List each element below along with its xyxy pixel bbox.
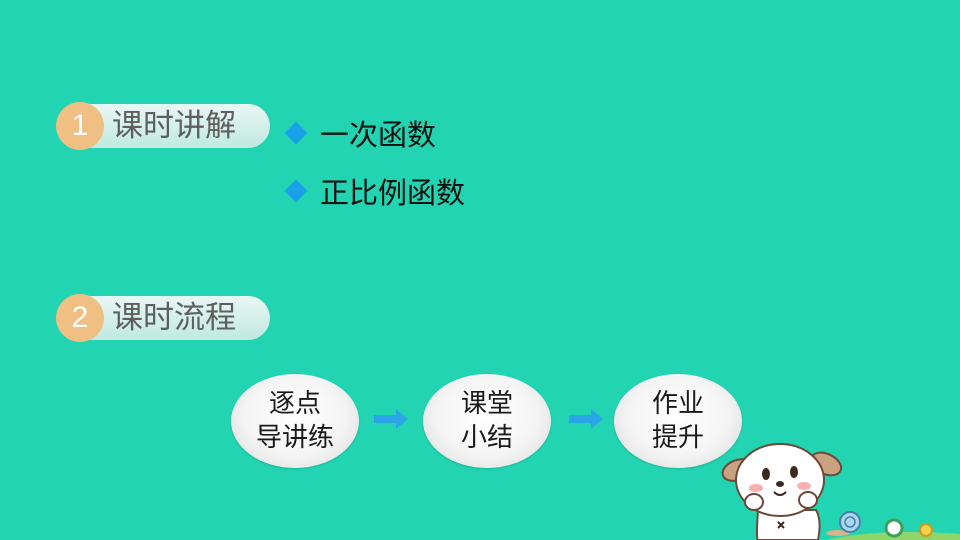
topic-item: 一次函数 bbox=[284, 113, 437, 153]
topic-item: 正比例函数 bbox=[284, 171, 466, 211]
arrow-right-icon bbox=[569, 409, 603, 429]
puppy-mascot-icon bbox=[721, 443, 960, 540]
topic-text: 正比例函数 bbox=[320, 176, 466, 210]
flow-step-line: 提升 bbox=[651, 423, 704, 453]
flow-step-line: 小结 bbox=[460, 423, 513, 453]
section-title: 课时流程 bbox=[112, 300, 236, 336]
section-number-badge: 1 bbox=[56, 102, 104, 150]
flow-step-line: 逐点 bbox=[268, 389, 321, 419]
arrow-right-icon bbox=[374, 409, 408, 429]
diamond-bullet-icon bbox=[284, 179, 308, 203]
flow-step-summary[interactable]: 课堂 小结 bbox=[423, 374, 551, 468]
flow-step-line: 导讲练 bbox=[255, 423, 334, 453]
section-number-badge: 2 bbox=[56, 294, 104, 342]
topic-text: 一次函数 bbox=[320, 118, 437, 152]
flow-step-practice[interactable]: 逐点 导讲练 bbox=[231, 374, 359, 468]
section-title: 课时讲解 bbox=[112, 108, 236, 144]
diamond-bullet-icon bbox=[284, 121, 308, 145]
section-tag-pill bbox=[80, 104, 270, 148]
flow-step-line: 课堂 bbox=[460, 389, 513, 419]
flow-step-line: 作业 bbox=[651, 389, 704, 419]
flow-step-homework[interactable]: 作业 提升 bbox=[614, 374, 742, 468]
section-tag-pill bbox=[80, 296, 270, 340]
